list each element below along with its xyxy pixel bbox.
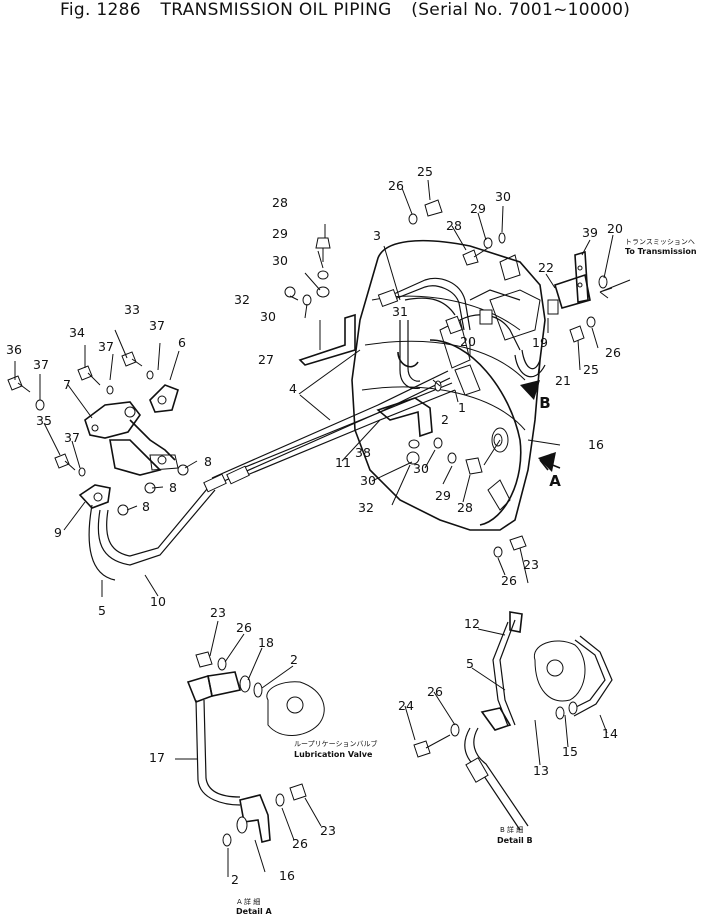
label-5b: 5 xyxy=(466,656,474,671)
label-28c: 28 xyxy=(457,500,473,515)
detail-b-jp: B 詳 細 xyxy=(500,825,523,834)
label-16b: 16 xyxy=(279,868,295,883)
label-20a: 20 xyxy=(607,221,623,236)
label-22: 22 xyxy=(538,260,554,275)
right-bracket-assembly xyxy=(514,250,591,378)
label-25b: 25 xyxy=(583,362,599,377)
figure-header: Fig. 1286 TRANSMISSION OIL PIPING (Seria… xyxy=(60,0,644,20)
label-2b: 2 xyxy=(290,652,298,667)
left-flange-assembly xyxy=(78,384,179,509)
label-30e: 30 xyxy=(413,461,429,476)
label-29a: 29 xyxy=(272,226,288,241)
label-37b: 37 xyxy=(98,339,114,354)
label-5: 5 xyxy=(98,603,106,618)
label-8c: 8 xyxy=(142,499,150,514)
figure-number: Fig. 1286 xyxy=(60,0,141,20)
label-28a: 28 xyxy=(272,195,288,210)
label-34: 34 xyxy=(69,325,85,340)
detail-a-en: Detail A xyxy=(236,907,273,915)
label-17: 17 xyxy=(149,750,165,765)
label-7: 7 xyxy=(63,377,71,392)
label-12: 12 xyxy=(464,616,480,631)
label-39: 39 xyxy=(582,225,598,240)
label-32b: 32 xyxy=(358,500,374,515)
label-3: 3 xyxy=(373,228,381,243)
label-21: 21 xyxy=(555,373,571,388)
label-23b: 23 xyxy=(210,605,226,620)
label-37a: 37 xyxy=(33,357,49,372)
lubrication-valve-jp: ループリケーションバルブ xyxy=(294,739,377,748)
bracket-38 xyxy=(376,397,433,438)
label-29b: 29 xyxy=(470,201,486,216)
label-23c: 23 xyxy=(320,823,336,838)
view-label-a: A xyxy=(549,472,561,490)
label-9: 9 xyxy=(54,525,62,540)
detail-b-en: Detail B xyxy=(497,836,533,845)
label-11: 11 xyxy=(335,455,351,470)
view-arrows xyxy=(520,279,631,472)
to-transmission-jp: トランスミッションへ xyxy=(625,238,695,246)
label-32a: 32 xyxy=(234,292,250,307)
label-26e: 26 xyxy=(292,836,308,851)
detail-b-drawing xyxy=(413,611,613,831)
label-20b: 20 xyxy=(460,334,476,349)
label-6: 6 xyxy=(178,335,186,350)
label-30c: 30 xyxy=(495,189,511,204)
part-labels: 1 2 3 4 5 6 7 8 8 8 9 10 11 12 13 14 15 … xyxy=(6,164,697,915)
label-26f: 26 xyxy=(427,684,443,699)
detail-a-jp: A 詳 細 xyxy=(237,897,260,906)
label-16: 16 xyxy=(588,437,604,452)
label-2c: 2 xyxy=(231,872,239,887)
label-33: 33 xyxy=(124,302,140,317)
label-38: 38 xyxy=(355,445,371,460)
label-14: 14 xyxy=(602,726,618,741)
fasteners-main xyxy=(7,199,608,558)
label-29c: 29 xyxy=(435,488,451,503)
label-1: 1 xyxy=(458,400,466,415)
label-37c: 37 xyxy=(149,318,165,333)
serial-range: (Serial No. 7001~10000) xyxy=(411,0,631,20)
label-8a: 8 xyxy=(204,454,212,469)
detail-a-drawing xyxy=(186,651,325,847)
label-30b: 30 xyxy=(260,309,276,324)
to-transmission-en: To Transmission xyxy=(625,247,697,256)
label-8b: 8 xyxy=(169,480,177,495)
label-26c: 26 xyxy=(501,573,517,588)
label-36: 36 xyxy=(6,342,22,357)
view-label-b: B xyxy=(539,394,550,412)
label-30a: 30 xyxy=(272,253,288,268)
label-4: 4 xyxy=(289,381,297,396)
label-35: 35 xyxy=(36,413,52,428)
label-37d: 37 xyxy=(64,430,80,445)
leader-lines xyxy=(14,179,614,877)
label-23a: 23 xyxy=(523,557,539,572)
label-24: 24 xyxy=(398,698,414,713)
label-10: 10 xyxy=(150,594,166,609)
label-26d: 26 xyxy=(236,620,252,635)
label-31: 31 xyxy=(392,304,408,319)
label-28b: 28 xyxy=(446,218,462,233)
label-25a: 25 xyxy=(417,164,433,179)
label-27: 27 xyxy=(258,352,274,367)
label-13: 13 xyxy=(533,763,549,778)
label-15: 15 xyxy=(562,744,578,759)
lubrication-valve-en: Lubrication Valve xyxy=(294,750,373,759)
label-19: 19 xyxy=(532,335,548,350)
label-26b: 26 xyxy=(605,345,621,360)
pipe-runs xyxy=(88,277,521,581)
label-18: 18 xyxy=(258,635,274,650)
bracket-27 xyxy=(298,313,356,366)
figure-title: TRANSMISSION OIL PIPING xyxy=(160,0,392,20)
label-2: 2 xyxy=(441,412,449,427)
housing-drawing xyxy=(351,239,546,531)
label-26a: 26 xyxy=(388,178,404,193)
label-30d: 30 xyxy=(360,473,376,488)
